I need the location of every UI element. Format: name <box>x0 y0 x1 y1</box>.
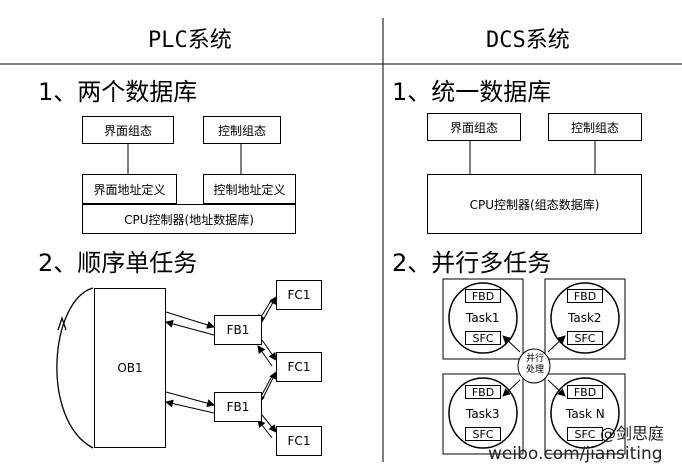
dcs-ctrl-config-box: 控制组态 <box>548 113 642 141</box>
fc1-box-2: FC1 <box>276 352 322 382</box>
plc-loop-arrowhead <box>57 315 67 331</box>
task1-sfc-box: SFC <box>465 331 501 345</box>
arrow-fb1b-fc1-3a <box>261 414 277 433</box>
arrow-fc1-fb1b-3b <box>257 419 273 439</box>
dcs-section2-title: 2、并行多任务 <box>392 249 552 277</box>
taskn-label: Task N <box>566 407 605 421</box>
dcs-ui-config-box: 界面组态 <box>427 113 521 141</box>
plc-ctrl-addr-box: 控制地址定义 <box>203 174 296 204</box>
arrow-fb1-ob1-top-b <box>165 319 215 336</box>
taskn-ellipse <box>550 377 620 449</box>
dcs-header-title: DCS系统 <box>486 28 570 53</box>
arrow-parallel-task2 <box>547 335 566 353</box>
taskn-sfc-box: SFC <box>567 427 603 441</box>
plc-loop-arc <box>56 287 94 449</box>
arrow-parallel-task1 <box>502 335 521 353</box>
parallel-label: 并行 处理 <box>525 354 544 375</box>
arrow-ob1-fb1-bot-a <box>165 391 215 408</box>
fc1-box-3: FC1 <box>276 426 322 456</box>
task3-fbd-box: FBD <box>465 385 501 399</box>
arrow-fb1-fc1-2a <box>261 339 277 361</box>
arrow-fb1-ob1-bot-b <box>165 399 215 414</box>
arrow-parallel-task3 <box>502 379 521 397</box>
taskn-fbd-box: FBD <box>567 385 603 399</box>
task1-fbd-box: FBD <box>465 289 501 303</box>
plc-cpu-box: CPU控制器(地址数据库) <box>82 204 296 234</box>
fb1-box-bottom: FB1 <box>214 392 262 422</box>
ob1-box: OB1 <box>94 288 166 448</box>
task3-label: Task3 <box>466 407 500 421</box>
task2-label: Task2 <box>568 311 602 325</box>
parallel-ellipse <box>517 348 551 384</box>
plc-ui-config-box: 界面组态 <box>82 116 174 144</box>
plc-section2-title: 2、顺序单任务 <box>38 249 198 277</box>
arrow-fb1-fc1-1a <box>261 296 277 323</box>
plc-ui-addr-box: 界面地址定义 <box>82 174 177 204</box>
dcs-cpu-box: CPU控制器(组态数据库) <box>427 174 642 234</box>
watermark-url: weibo.com/jiansiting <box>488 444 663 464</box>
plc-section1-title: 1、两个数据库 <box>38 78 198 106</box>
arrow-ob1-fb1-top-a <box>165 311 215 329</box>
watermark-handle: @剑思庭 <box>600 424 665 443</box>
fc1-box-1: FC1 <box>276 280 322 310</box>
task1-ellipse <box>448 282 518 354</box>
task1-label: Task1 <box>466 311 500 325</box>
plc-ctrl-config-box: 控制组态 <box>203 116 281 144</box>
task2-ellipse <box>550 282 620 354</box>
arrow-fc1-fb1-2b <box>257 345 273 367</box>
dcs-section1-title: 1、统一数据库 <box>392 78 552 106</box>
arrow-fb1b-fc1-2a <box>261 371 277 401</box>
fb1-box-top: FB1 <box>214 315 262 345</box>
task2-fbd-box: FBD <box>567 289 603 303</box>
plc-header-title: PLC系统 <box>148 28 232 53</box>
task3-sfc-box: SFC <box>465 427 501 441</box>
task3-ellipse <box>448 377 518 449</box>
task2-sfc-box: SFC <box>567 331 603 345</box>
arrow-parallel-taskn <box>547 379 566 397</box>
